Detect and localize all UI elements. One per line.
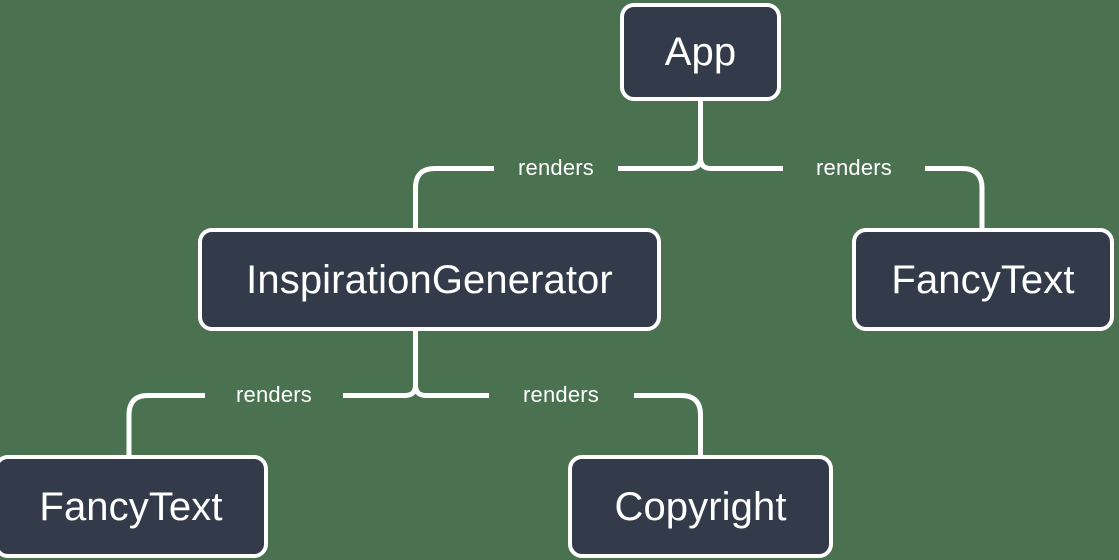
node-fancytext-left[interactable]: FancyText xyxy=(0,455,268,558)
node-app[interactable]: App xyxy=(620,3,781,101)
edge-inspgen-fancy-elbow xyxy=(126,393,149,455)
edge-inspgen-copyright-elbow xyxy=(680,393,703,455)
edge-app-fancy-elbow xyxy=(961,166,985,228)
edge-inspgen-junction-right xyxy=(413,384,427,398)
edge-app-inspgen-elbow xyxy=(413,166,436,228)
node-fancytext-right-label: FancyText xyxy=(891,257,1075,302)
node-inspiration-generator-label: InspirationGenerator xyxy=(246,257,613,302)
node-fancytext-right[interactable]: FancyText xyxy=(852,228,1114,331)
node-copyright[interactable]: Copyright xyxy=(568,455,833,558)
edge-label-inspiration-generator-to-copyright: renders xyxy=(523,382,599,407)
edge-app-junction-right xyxy=(698,157,712,171)
edge-app-junction-left xyxy=(689,157,703,171)
edge-label-app-to-inspiration-generator: renders xyxy=(518,155,594,180)
edge-label-app-to-fancytext-right: renders xyxy=(816,155,892,180)
node-app-label: App xyxy=(664,30,737,74)
node-copyright-label: Copyright xyxy=(614,484,787,529)
edge-label-inspiration-generator-to-fancytext-left: renders xyxy=(236,382,312,407)
node-fancytext-left-label: FancyText xyxy=(39,484,223,529)
node-inspiration-generator[interactable]: InspirationGenerator xyxy=(198,228,661,331)
edge-inspgen-junction-left xyxy=(404,384,418,398)
